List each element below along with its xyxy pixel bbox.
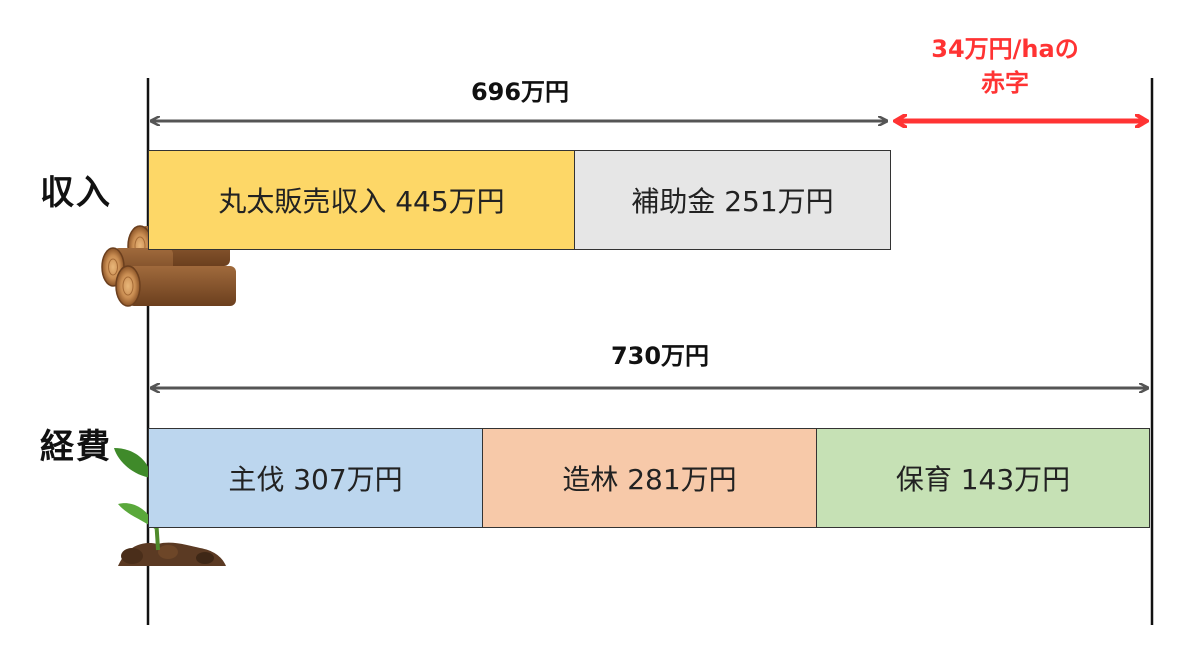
income-segment-log-sales: 丸太販売収入 445万円: [148, 150, 575, 250]
income-segment-subsidy: 補助金 251万円: [574, 150, 891, 250]
expense-segment-harvest: 主伐 307万円: [148, 428, 483, 528]
income-total-label: 696万円: [470, 78, 570, 106]
income-segment-log-sales-label: 丸太販売収入 445万円: [218, 185, 505, 218]
expense-segment-harvest-label: 主伐 307万円: [228, 463, 403, 496]
expense-row-label: 経費: [40, 427, 112, 467]
deficit-label: 34万円/haの 赤字: [880, 32, 1130, 100]
expense-segment-planting: 造林 281万円: [482, 428, 817, 528]
expense-segment-tending-label: 保育 143万円: [895, 463, 1071, 496]
deficit-label-line2: 赤字: [981, 69, 1029, 97]
expense-total-label: 730万円: [610, 342, 710, 370]
income-segment-subsidy-label: 補助金 251万円: [631, 185, 834, 218]
deficit-label-line1: 34万円/haの: [931, 35, 1079, 63]
income-row-label: 収入: [40, 173, 112, 213]
expense-segment-tending: 保育 143万円: [816, 428, 1150, 528]
expense-segment-planting-label: 造林 281万円: [562, 463, 737, 496]
